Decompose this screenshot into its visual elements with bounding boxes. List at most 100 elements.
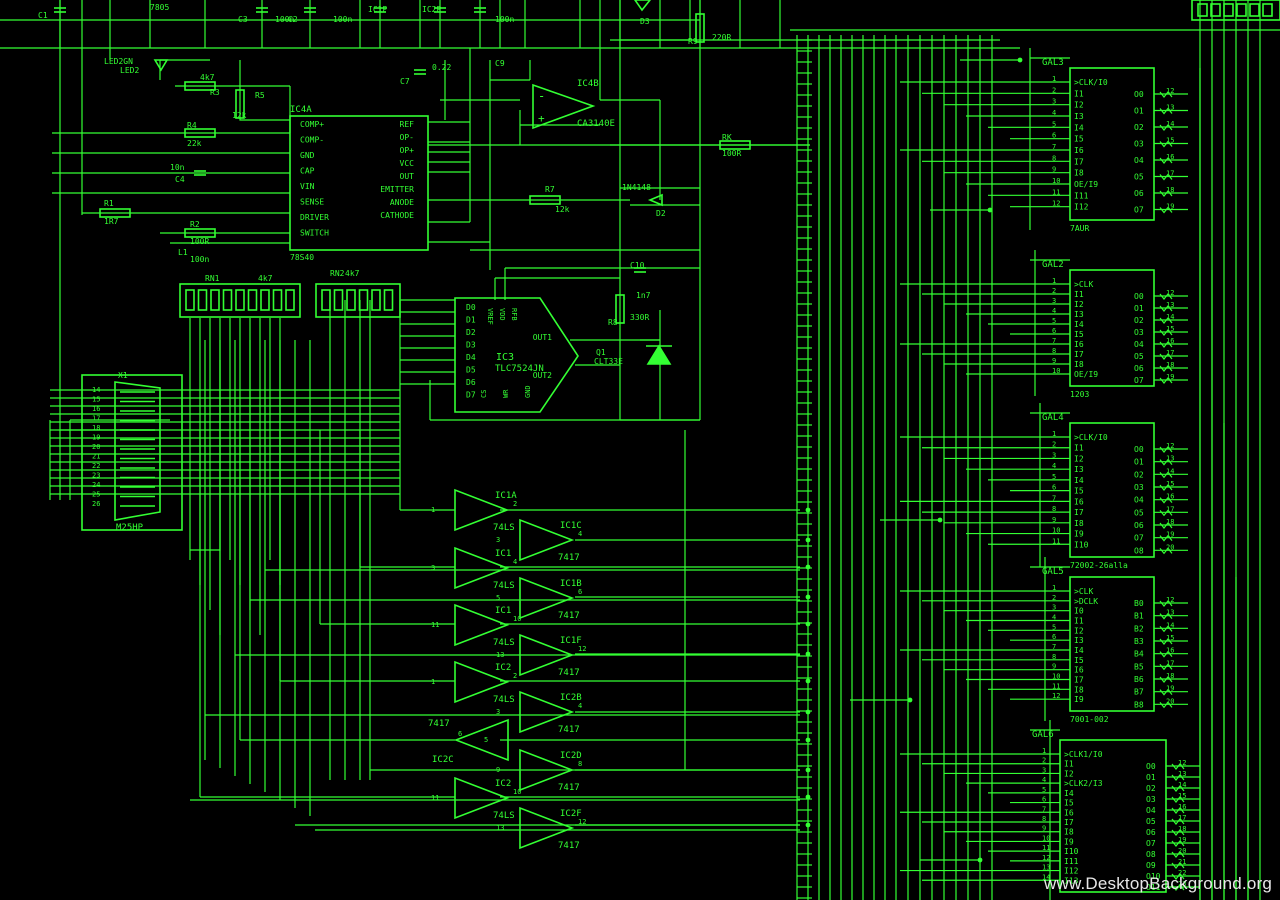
resistor-zigzag bbox=[1171, 873, 1185, 880]
ic2d-pin-out: 8 bbox=[578, 760, 582, 768]
resistor-zigzag bbox=[1171, 862, 1185, 869]
label-c3: C3 bbox=[238, 15, 248, 24]
junction-dot bbox=[1017, 57, 1023, 63]
gal2-pin-num: 6 bbox=[1052, 327, 1056, 335]
gal6-pin-out: O0 bbox=[1146, 762, 1156, 771]
gal6-pin-num: 8 bbox=[1042, 815, 1046, 823]
resistor-zigzag bbox=[1159, 317, 1173, 324]
label-r8: R8 bbox=[608, 318, 618, 327]
gal4-pin-num: 2 bbox=[1052, 441, 1056, 449]
ic2e-type: 74LS bbox=[493, 811, 515, 821]
junction-dot bbox=[805, 507, 811, 513]
ic4a-pin: CAP bbox=[300, 167, 315, 176]
ic2c-pin-in: 5 bbox=[484, 736, 488, 744]
gal4-pin-in: I3 bbox=[1074, 465, 1084, 474]
gal3-pin-num: 6 bbox=[1052, 132, 1056, 140]
ic4a-pin: ANODE bbox=[390, 198, 414, 207]
ic3-pin: OUT2 bbox=[533, 371, 552, 380]
resistor-zigzag bbox=[1159, 91, 1173, 98]
ic4a-pin: SWITCH bbox=[300, 229, 329, 238]
gal6-pin-num: 19 bbox=[1178, 836, 1186, 844]
gal5-pin-num: 13 bbox=[1166, 609, 1174, 617]
gal2-pin-in: I1 bbox=[1074, 290, 1084, 299]
gal3-pin-out: O1 bbox=[1134, 107, 1144, 116]
gal3-pin-num: 7 bbox=[1052, 143, 1056, 151]
gal3-pin-out: O0 bbox=[1134, 90, 1144, 99]
rn2-element bbox=[333, 289, 344, 311]
gal5-pin-in: I4 bbox=[1074, 646, 1084, 655]
gal2-body bbox=[1069, 269, 1155, 387]
resistor-zigzag bbox=[1159, 509, 1173, 517]
rn1-body bbox=[179, 283, 301, 318]
resistor-zigzag bbox=[1171, 785, 1185, 792]
gal5-pin-out: B5 bbox=[1134, 662, 1144, 671]
ic3-pin: D0 bbox=[466, 303, 476, 312]
x1-pin-num: 20 bbox=[92, 443, 100, 451]
resistor-zigzag bbox=[1159, 458, 1173, 466]
resistor-zigzag bbox=[1159, 638, 1173, 645]
ic1a-buffer bbox=[454, 488, 510, 532]
gal5-pin-num: 14 bbox=[1166, 621, 1174, 629]
ic2a-label: IC2 bbox=[495, 663, 511, 673]
gal5-pin-out: B6 bbox=[1134, 675, 1144, 684]
x1-pin-num: 25 bbox=[92, 491, 100, 499]
junction-dot bbox=[977, 857, 983, 863]
gal6-pin-in: I12 bbox=[1064, 867, 1079, 876]
gal2-part: 1203 bbox=[1070, 390, 1089, 399]
gal4-pin-in: I1 bbox=[1074, 444, 1084, 453]
gal4-pin-in: I2 bbox=[1074, 454, 1084, 463]
gal3-pin-num: 12 bbox=[1052, 200, 1060, 208]
gal5-pin-num: 17 bbox=[1166, 659, 1174, 667]
gal3-pin-out: O7 bbox=[1134, 206, 1144, 215]
label-rn1: RN1 bbox=[205, 274, 220, 283]
x1-pin-num: 26 bbox=[92, 500, 100, 508]
gal6-pin-num: 20 bbox=[1178, 847, 1186, 855]
gal6-pin-num: 16 bbox=[1178, 803, 1186, 811]
gal4-pin-num: 19 bbox=[1166, 531, 1174, 539]
label-ic1p: IC1P bbox=[368, 5, 387, 14]
resistor-zigzag bbox=[1159, 612, 1173, 620]
gal4-pin-out: O0 bbox=[1134, 445, 1144, 454]
resistor-zigzag bbox=[1159, 353, 1173, 360]
ic2b-label: IC2B bbox=[560, 693, 582, 703]
ic4a-pin: OP- bbox=[400, 133, 414, 142]
x1-pin-num: 14 bbox=[92, 386, 100, 394]
resistor-zigzag bbox=[1159, 329, 1173, 336]
r4-resistor bbox=[184, 128, 216, 138]
ic3-pin: VDD bbox=[498, 308, 506, 321]
gal4-pin-out: O7 bbox=[1134, 534, 1144, 543]
ic1e-buffer bbox=[454, 603, 510, 647]
gal2-pin-in: I7 bbox=[1074, 350, 1084, 359]
x1-pin-num: 22 bbox=[92, 462, 100, 470]
junction-dot bbox=[805, 678, 811, 684]
gal5-part: 7001-002 bbox=[1070, 715, 1109, 724]
x1-name: X1 bbox=[118, 371, 128, 380]
resistor-zigzag bbox=[1159, 688, 1173, 696]
gal5-pin-in: >CLK bbox=[1074, 587, 1093, 596]
gal5-pin-num: 1 bbox=[1052, 584, 1056, 592]
ic2a-pin-in: 1 bbox=[431, 678, 435, 686]
components bbox=[54, 0, 1280, 893]
gal6-pin-num: 6 bbox=[1042, 796, 1046, 804]
gal3-pin-out: O6 bbox=[1134, 189, 1144, 198]
gal4-pin-num: 7 bbox=[1052, 494, 1056, 502]
gal3-pin-in: I3 bbox=[1074, 112, 1084, 121]
junction-dot bbox=[937, 517, 943, 523]
ic1b-label: IC1 bbox=[495, 549, 511, 559]
gal6-pin-in: I9 bbox=[1064, 837, 1074, 846]
gal5-pin-num: 15 bbox=[1166, 634, 1174, 642]
ic1d-label: IC1B bbox=[560, 579, 582, 589]
resistor-zigzag bbox=[1171, 840, 1185, 847]
resistor-zigzag bbox=[1159, 522, 1173, 529]
gal3-pin-num: 19 bbox=[1166, 203, 1174, 211]
ic4a-name: IC4A bbox=[290, 105, 312, 115]
gal5-pin-in: I6 bbox=[1074, 666, 1084, 675]
label-c4: C4 bbox=[175, 175, 185, 184]
label-c10: C10 bbox=[630, 261, 645, 270]
resistor-zigzag bbox=[1159, 650, 1173, 658]
gal3-pin-in: I5 bbox=[1074, 135, 1084, 144]
gal3-pin-out: O5 bbox=[1134, 173, 1144, 182]
ic2b-pin-out: 4 bbox=[578, 702, 582, 710]
ic3-pin: D1 bbox=[466, 316, 476, 325]
label-r2v: 100R bbox=[190, 237, 209, 246]
